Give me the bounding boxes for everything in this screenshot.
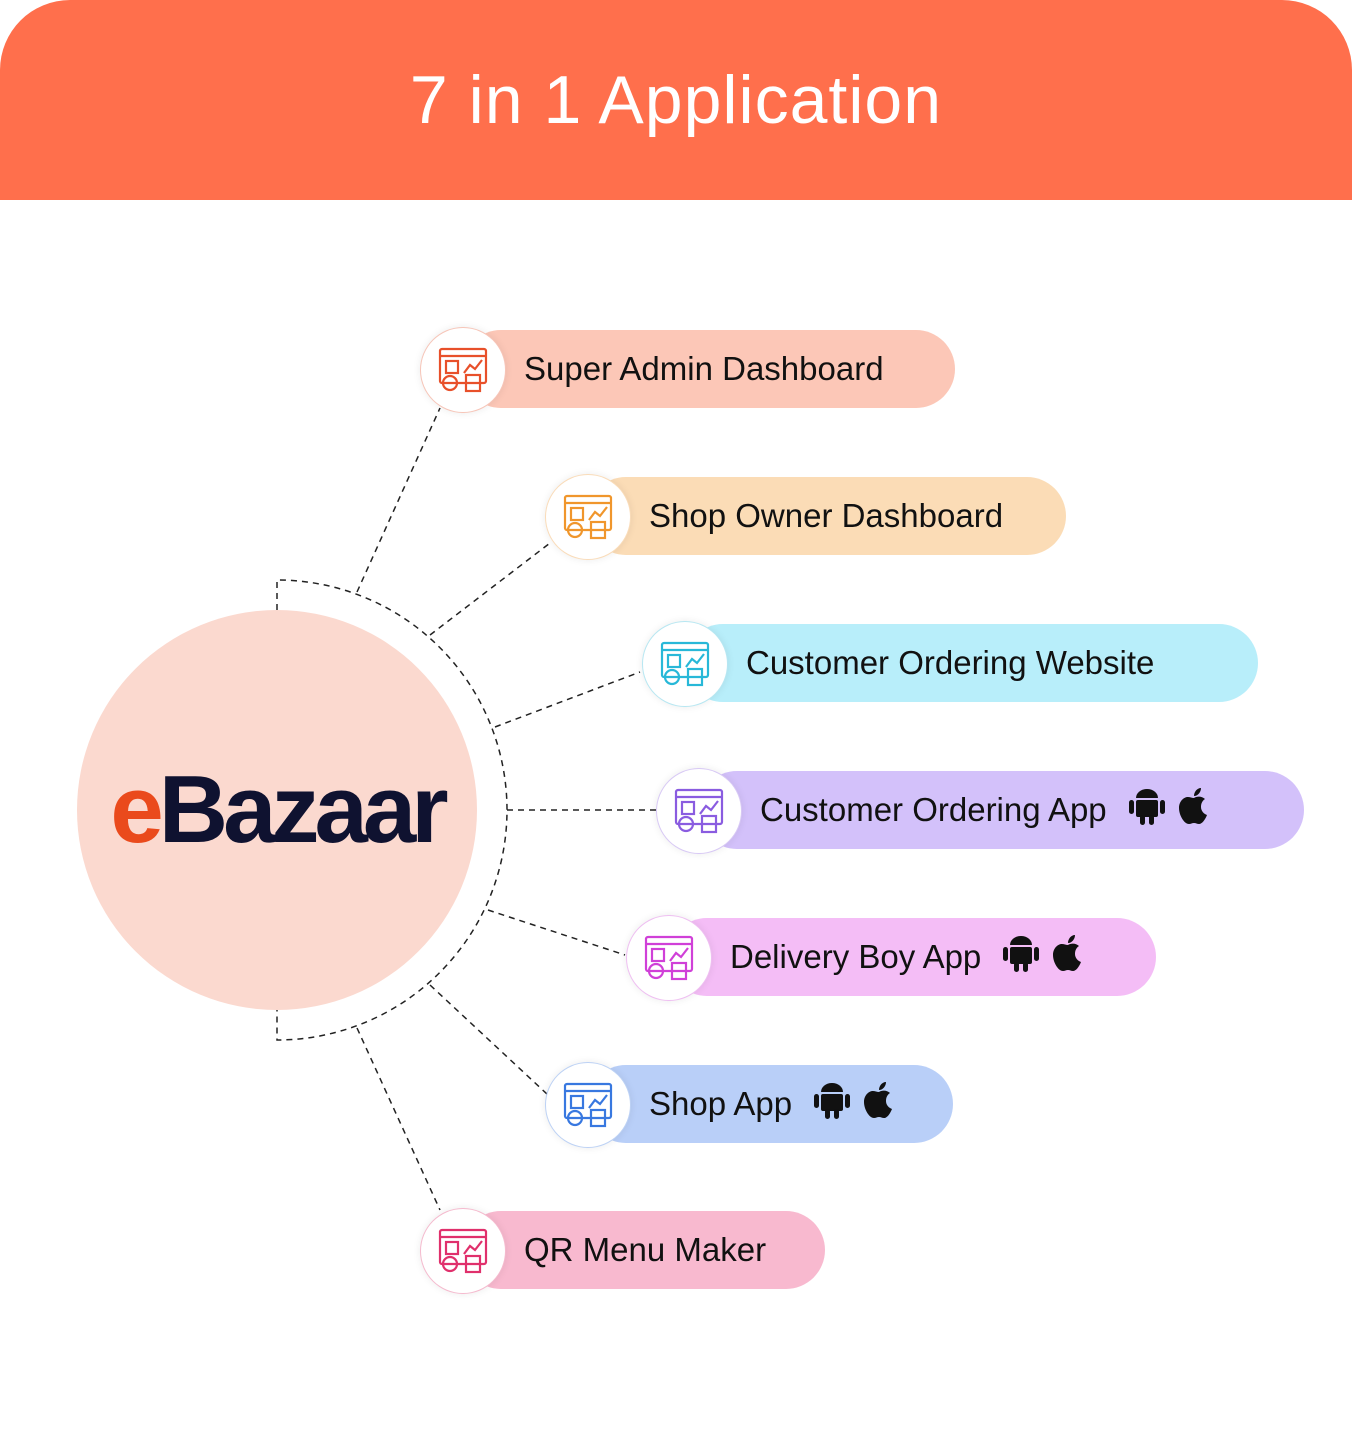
website-touch-icon [642, 621, 728, 707]
logo-text: Bazaar [158, 756, 449, 863]
app-label: Shop App [649, 1085, 793, 1122]
app-pill: Customer Ordering App [698, 771, 1304, 849]
app-pill: Super Admin Dashboard [462, 330, 955, 408]
app-label: QR Menu Maker [524, 1231, 767, 1268]
admin-dashboard-icon [420, 327, 506, 413]
shop-app-icon [545, 1062, 631, 1148]
app-label: Shop Owner Dashboard [649, 497, 1004, 534]
mobile-order-icon [656, 768, 742, 854]
apple-icon [1177, 787, 1211, 834]
apple-icon [1051, 934, 1085, 981]
app-pill: Shop Owner Dashboard [587, 477, 1066, 555]
android-icon [814, 1081, 851, 1128]
app-pill: Delivery Boy App [668, 918, 1156, 996]
platform-icons [1003, 934, 1085, 981]
ebazaar-logo-circle: eBazaar [77, 610, 477, 1010]
android-icon [1003, 934, 1040, 981]
qr-menu-icon [420, 1208, 506, 1294]
page-title: 7 in 1 Application [409, 62, 943, 138]
platform-icons [814, 1081, 896, 1128]
app-label: Customer Ordering Website [746, 644, 1155, 681]
app-pill: QR Menu Maker [462, 1211, 825, 1289]
platform-icons [1128, 787, 1211, 834]
logo-e: e [110, 756, 163, 863]
ebazaar-logo: eBazaar [110, 755, 449, 865]
app-label: Customer Ordering App [760, 791, 1107, 828]
app-pill: Customer Ordering Website [684, 624, 1258, 702]
app-pill: Shop App [587, 1065, 953, 1143]
android-icon [1128, 787, 1165, 834]
app-label: Delivery Boy App [730, 938, 982, 975]
delivery-icon [626, 915, 712, 1001]
apple-icon [862, 1081, 896, 1128]
analytics-dashboard-icon [545, 474, 631, 560]
header-banner: 7 in 1 Application [0, 0, 1352, 200]
app-label: Super Admin Dashboard [524, 350, 884, 387]
